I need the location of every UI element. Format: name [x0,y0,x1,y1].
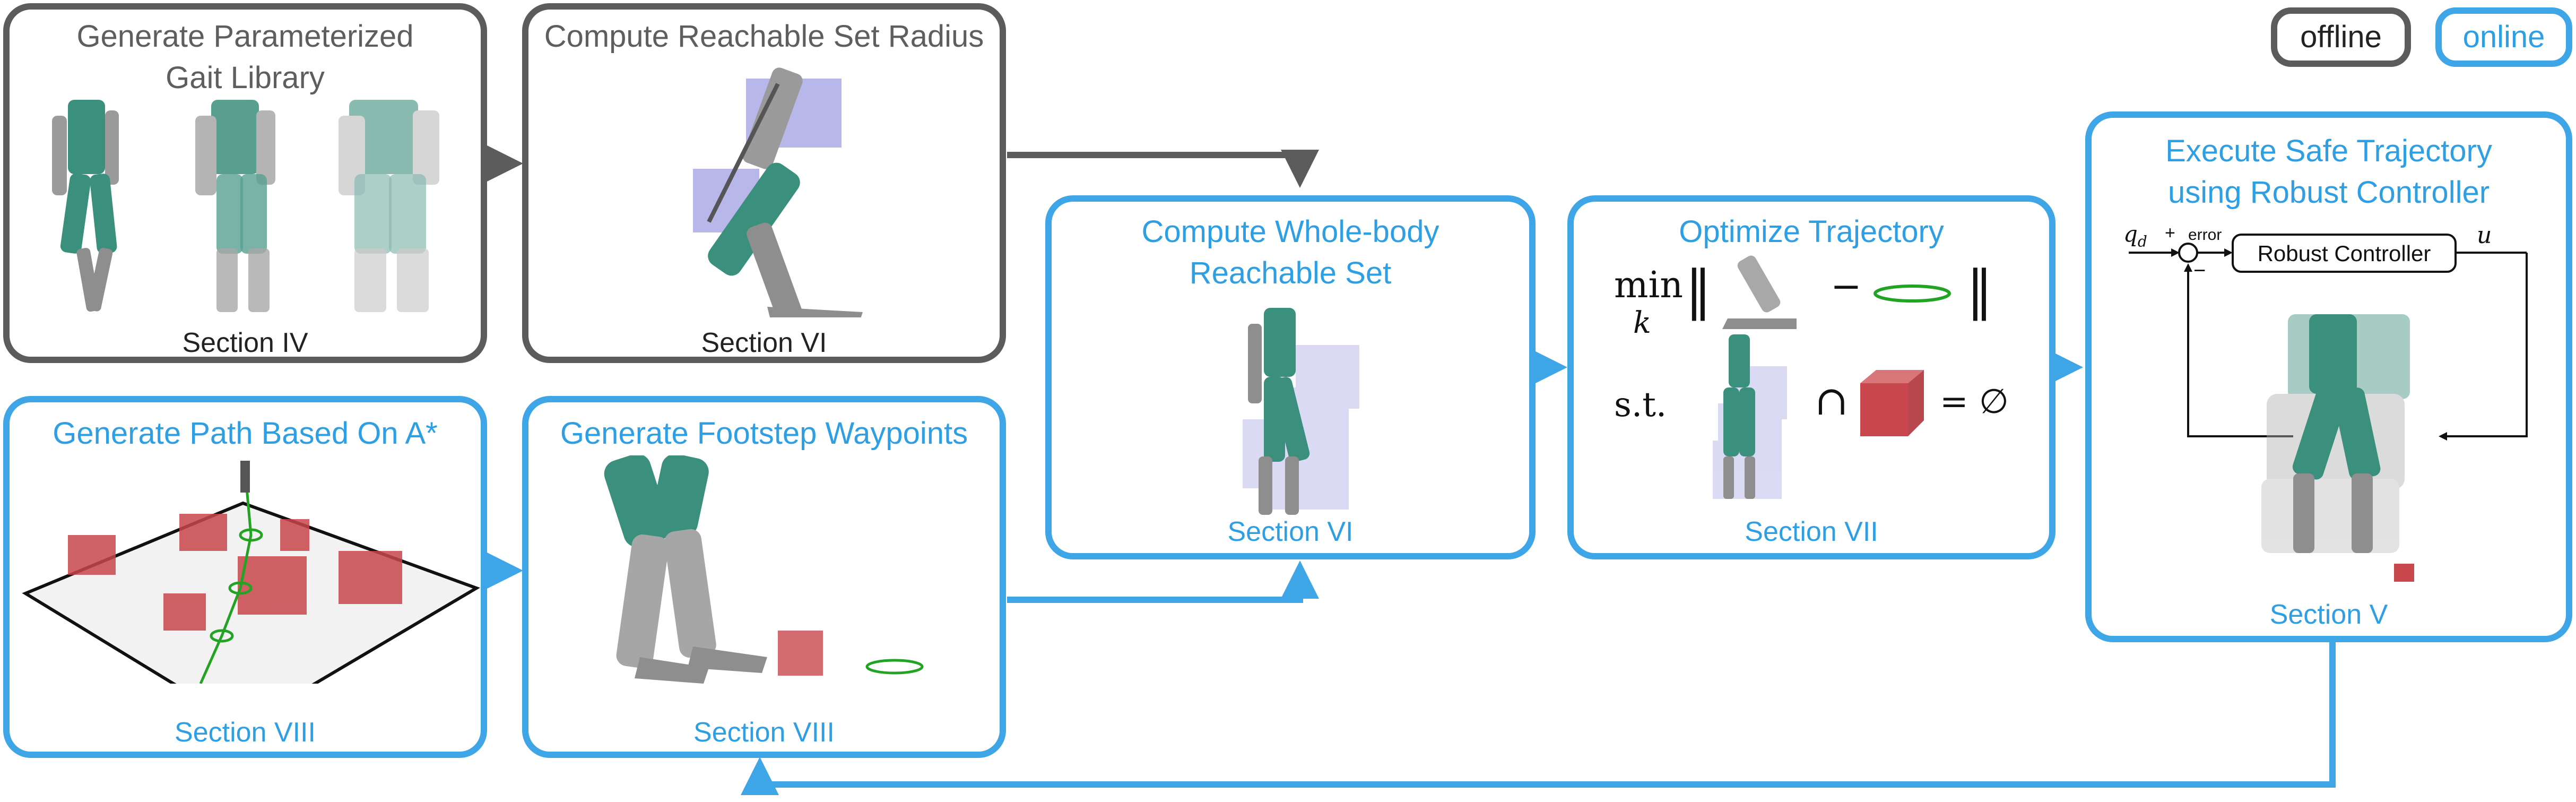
output-u: u [2477,222,2492,249]
arrow-feedback-to-footstep [741,642,2336,795]
section-label: Section V [2269,599,2388,630]
section-label: Section VI [1227,516,1354,547]
legend-online: online [2435,7,2572,67]
section-label: Section VIII [175,717,316,748]
whole-body-illustration [1243,308,1359,515]
minus-sign: − [1831,264,1862,308]
robot-ghosted-wide [339,100,439,312]
sum-minus: − [2193,259,2206,282]
target-foot-ellipse [1874,284,1951,303]
footstep-illustration [604,455,924,684]
gait-robots-illustration [52,100,439,312]
box-gait-library: Generate Parameterized Gait Library [3,3,487,363]
sum-plus: + [2165,223,2175,243]
box-title: Generate Footstep Waypoints [560,416,968,451]
box-title: Compute Whole-body Reachable Set [1141,214,1439,290]
min-variable: k [1633,306,1651,340]
obstacles [68,514,402,631]
arrow-footstep-to-wholebody [1007,560,1319,603]
box-optimize: Optimize Trajectory min k ‖ − ‖ s.t. ∩ [1567,195,2055,559]
footstep-target [865,659,924,675]
box-title: Optimize Trajectory [1679,214,1944,249]
section-label: Section VI [701,327,827,358]
box-execute: Execute Safe Trajectory using Robust Con… [2085,111,2572,642]
controller-label: Robust Controller [2257,241,2431,266]
box-whole-body: Compute Whole-body Reachable Set Section… [1045,195,1536,559]
norm-left: ‖ [1685,259,1712,321]
obstacle-cube [1860,370,1924,436]
robot-reachable-set [1713,334,1787,499]
norm-right: ‖ [1966,259,1993,321]
subject-to: s.t. [1614,385,1667,425]
reachable-radius-illustration [693,67,863,317]
astar-map-illustration [22,461,480,684]
error-label: error [2188,226,2222,244]
control-loop-diagram [2129,234,2528,441]
box-path-astar: Generate Path Based On A* Section VIII [3,396,487,758]
section-label: Section IV [182,327,308,358]
leg-in-norm [1722,255,1797,329]
executed-trajectory-illustration [2261,314,2414,582]
input-qd: qd [2123,221,2147,251]
section-label: Section VIII [693,717,835,748]
min-operator: min [1614,264,1684,306]
path-waypoints [199,476,263,684]
execute-obstacle [2394,564,2414,582]
box-reachable-radius: Compute Reachable Set Radius Section VI [522,3,1006,363]
box-title: Compute Reachable Set Radius [544,19,984,54]
box-footstep-waypoints: Generate Footstep Waypoints Section VIII [522,396,1006,758]
equals-empty: = ∅ [1940,382,2009,421]
arrow-radius-to-wholebody [1007,150,1319,188]
box-title: Execute Safe Trajectory using Robust Con… [2165,134,2492,210]
box-title: Generate Path Based On A* [53,416,438,451]
robot-ghosted [195,100,275,312]
footstep-obstacle [778,631,823,676]
robot-single [52,100,119,312]
legend-offline: offline [2271,7,2411,67]
box-title: Generate Parameterized Gait Library [76,19,414,95]
section-label: Section VII [1745,516,1878,547]
intersection-symbol: ∩ [1815,377,1849,424]
